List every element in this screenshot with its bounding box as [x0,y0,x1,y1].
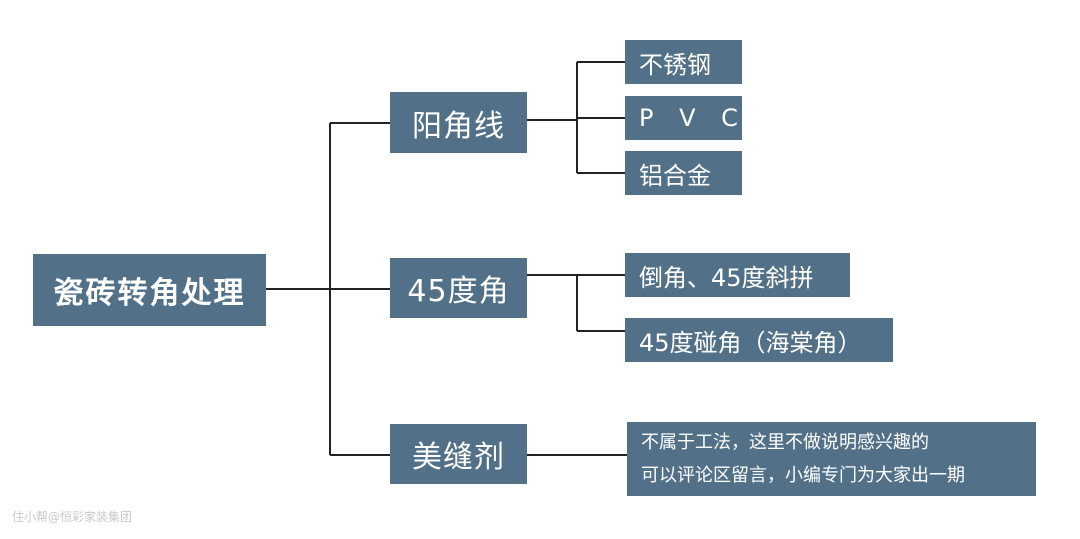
branch-node-grout: 美缝剂 [390,424,527,484]
leaf-label: 铝合金 [639,161,711,190]
leaf-pvc: P V C [625,96,742,140]
branch-node-yangjiaoxian: 阳角线 [390,92,527,153]
root-node: 瓷砖转角处理 [33,254,266,326]
branch-label: 阳角线 [412,108,505,144]
root-label: 瓷砖转角处理 [53,276,246,311]
leaf-label: 不锈钢 [639,50,711,79]
leaf-label: 45度碰角（海棠角） [639,328,862,357]
leaf-label: P V C [639,104,744,132]
grout-note: 不属于工法，这里不做说明感兴趣的 可以评论区留言，小编专门为大家出一期 [627,422,1036,496]
leaf-45-collision-corner: 45度碰角（海棠角） [625,318,893,362]
branch-label: 美缝剂 [412,440,505,475]
watermark: 住小帮@恒彩家装集团 [12,510,133,524]
leaf-chamfer-45: 倒角、45度斜拼 [625,253,850,297]
note-line-1: 不属于工法，这里不做说明感兴趣的 [641,432,929,453]
leaf-aluminum-alloy: 铝合金 [625,151,742,195]
branch-node-45-degree: 45度角 [390,258,527,318]
note-line-2: 可以评论区留言，小编专门为大家出一期 [641,465,965,486]
branch-label: 45度角 [407,274,510,309]
leaf-stainless-steel: 不锈钢 [625,40,742,84]
leaf-label: 倒角、45度斜拼 [639,263,814,292]
